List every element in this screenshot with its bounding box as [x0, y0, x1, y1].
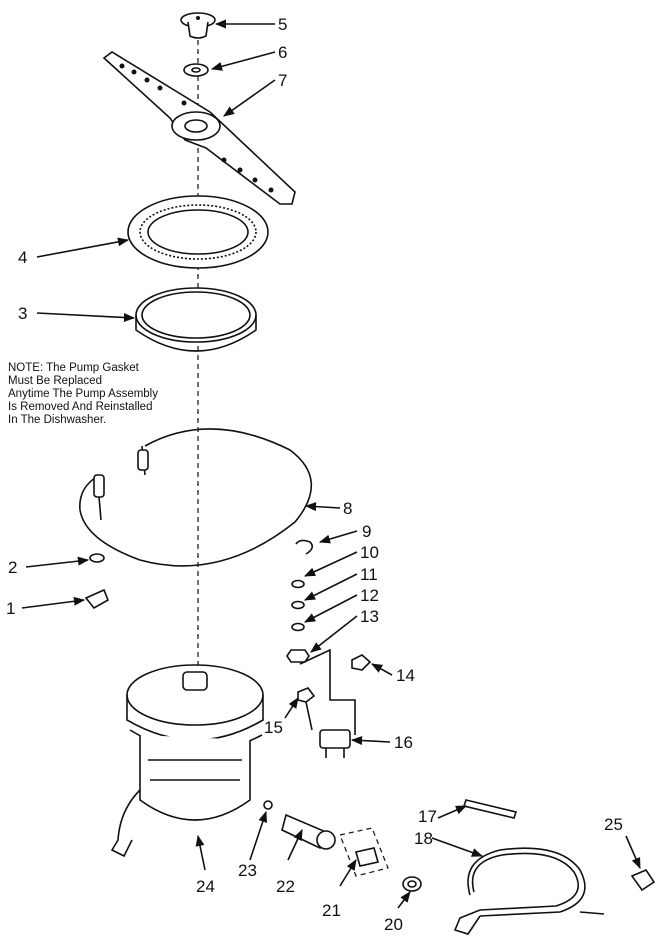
part-14-fitting: [351, 654, 372, 671]
callout-21: 21: [322, 901, 341, 920]
callout-18: 18: [414, 829, 433, 848]
part-23-o-ring: [263, 800, 273, 810]
part-3-gasket: [135, 287, 257, 352]
callout-14: 14: [396, 666, 415, 685]
note-line-1: NOTE: The Pump Gasket: [8, 362, 139, 374]
part-18-hose: [453, 847, 605, 935]
part-20-nut: [402, 876, 422, 892]
callout-7: 7: [278, 71, 287, 90]
part-2-washer: [89, 553, 105, 563]
part-24-pump-motor: [110, 664, 264, 858]
callout-12: 12: [360, 586, 379, 605]
callout-13: 13: [360, 607, 379, 626]
note-line-4: Is Removed And Reinstalled: [8, 401, 153, 413]
callout-4: 4: [18, 248, 27, 267]
part-21-bracket: [339, 827, 389, 877]
callout-16: 16: [394, 733, 413, 752]
callout-10: 10: [360, 543, 379, 562]
callout-22: 22: [276, 877, 295, 896]
callout-15: 15: [264, 718, 283, 737]
note-line-5: In The Dishwasher.: [8, 414, 107, 426]
callout-24: 24: [196, 877, 215, 896]
callout-9: 9: [362, 522, 371, 541]
leader-lines: [21, 19, 641, 909]
part-16-valve: [319, 729, 351, 758]
pump-gasket-note: NOTE: The Pump Gasket Must Be Replaced A…: [8, 362, 208, 427]
callout-8: 8: [343, 499, 352, 518]
part-15-fitting: [297, 687, 316, 731]
callout-25: 25: [604, 815, 623, 834]
callout-23: 23: [238, 861, 257, 880]
callout-5: 5: [278, 15, 287, 34]
note-line-2: Must Be Replaced: [8, 375, 102, 387]
part-1-bracket: [84, 588, 110, 610]
note-line-3: Anytime The Pump Assembly: [8, 388, 158, 400]
part-8-wire-harness: [79, 428, 313, 567]
callout-20: 20: [384, 915, 403, 934]
callout-6: 6: [278, 43, 287, 62]
part-7-spray-arm: [102, 51, 296, 205]
callout-3: 3: [18, 304, 27, 323]
callout-11: 11: [360, 565, 378, 584]
parts-9-13-fastener-stack: [286, 539, 356, 735]
part-4-filter-ring: [127, 195, 269, 269]
part-22-sensor: [281, 813, 336, 850]
callout-2: 2: [8, 558, 17, 577]
part-5-cap: [180, 12, 216, 39]
callout-1: 1: [6, 599, 15, 618]
part-25-fitting: [630, 869, 656, 892]
part-6-washer: [183, 63, 209, 77]
part-17-clip: [462, 799, 518, 819]
callout-labels: 5 6 7 4 3 8 9 10 11 12 13 14 15 16 2 1 2…: [6, 15, 623, 934]
callout-17: 17: [418, 807, 437, 826]
